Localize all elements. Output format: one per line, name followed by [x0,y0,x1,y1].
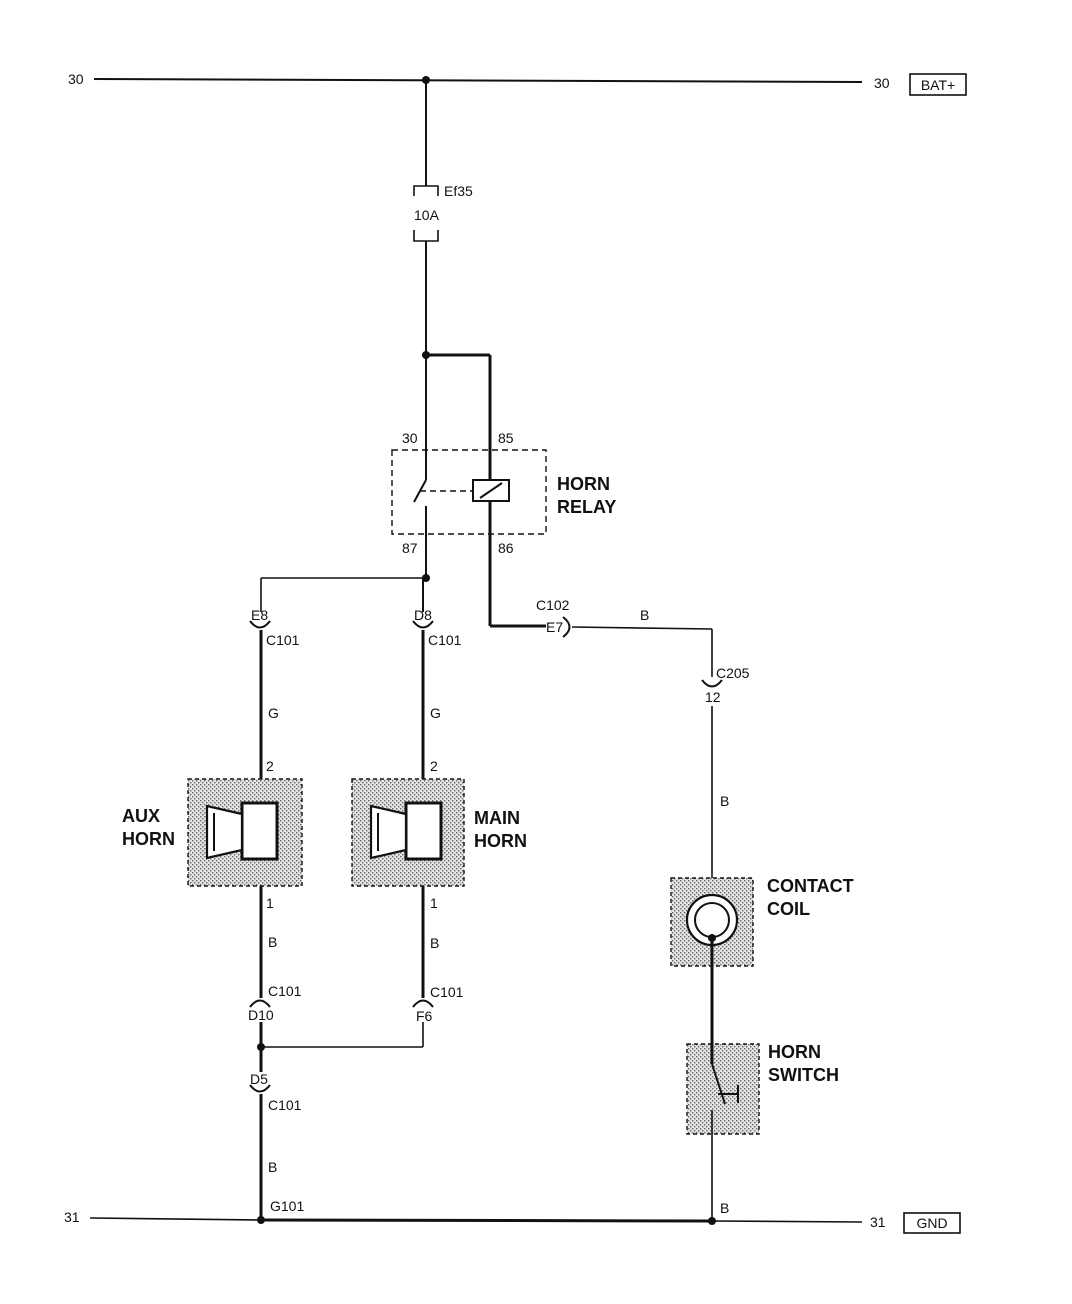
relay-pin-85: 85 [498,430,514,446]
power-right-pin: 30 [874,75,890,91]
c102-name: C102 [536,597,570,613]
ground-left-pin: 31 [64,1209,80,1225]
aux-horn-label-line1: AUX [122,806,160,826]
main-horn-label-line2: HORN [474,831,527,851]
aux-conn-top-pin: E8 [251,607,268,623]
c102-symbol [562,616,571,638]
main-horn-label-line1: MAIN [474,808,520,828]
contact-coil-label-line1: CONTACT [767,876,854,896]
fuse-name: Ef35 [444,183,473,199]
main-wire-top: G [430,705,441,721]
relay-pin-87: 87 [402,540,418,556]
c205-pin: 12 [705,689,721,705]
c102-pin: E7 [546,619,563,635]
aux-horn-label-line2: HORN [122,829,175,849]
aux-conn-top-symbol [249,620,271,629]
aux-conn-top-name: C101 [266,632,300,648]
contact-coil-label-line2: COIL [767,899,810,919]
ground-conn-name: C101 [268,1097,302,1113]
aux-pin-top: 2 [266,758,274,774]
ground-wire: B [268,1159,277,1175]
gnd-tag-box [903,1212,961,1234]
c205-symbol [701,679,723,688]
bat-plus-tag-box [909,73,967,96]
gnd-tag: GND [916,1215,947,1231]
relay-pin-30: 30 [402,430,418,446]
horn-feed-split [260,574,430,612]
switch-wire-2: B [720,793,729,809]
fuse-rating: 10A [414,207,440,223]
main-conn-top-symbol [412,620,434,629]
relay-label-line1: HORN [557,474,610,494]
relay-label-line2: RELAY [557,497,616,517]
ground-right-pin: 31 [870,1214,886,1230]
ground-point-name: G101 [270,1198,304,1214]
relay-pin-86: 86 [498,540,514,556]
main-conn-top-name: C101 [428,632,462,648]
aux-horn-circuit: E8 C101 G 2 AUX HORN 1 B C101 D10 [122,607,303,1046]
horn-switch-label-line2: SWITCH [768,1065,839,1085]
switch-wire-3: B [720,1200,729,1216]
main-wire-bottom: B [430,935,439,951]
horn-switch-label-line1: HORN [768,1042,821,1062]
fuse-ef35: Ef35 10A [413,80,473,355]
ground-conn-symbol [249,1084,271,1093]
horn-relay: 30 85 87 86 HORN RELAY [391,351,616,626]
bat-plus-tag: BAT+ [921,77,955,93]
aux-conn-bottom-symbol [249,999,271,1008]
main-horn-circuit: D8 C101 G 2 MAIN HORN 1 B C101 F6 [257,607,527,1051]
main-conn-top-pin: D8 [414,607,432,623]
switch-wire-1: B [640,607,649,623]
ground-conn-pin: D5 [250,1071,268,1087]
main-conn-bottom-pin: F6 [416,1008,433,1024]
c205-name: C205 [716,665,750,681]
horn-switch-circuit: C102 E7 B C205 12 B CONTACT COIL HORN SW… [490,597,854,1220]
main-pin-bottom: 1 [430,895,438,911]
aux-conn-bottom-name: C101 [268,983,302,999]
aux-conn-bottom-pin: D10 [248,1007,274,1023]
aux-wire-bottom: B [268,934,277,950]
main-conn-bottom-name: C101 [430,984,464,1000]
main-conn-bottom-symbol [412,999,434,1008]
aux-wire-top: G [268,705,279,721]
power-bus: 30 30 BAT+ [68,71,967,96]
power-left-pin: 30 [68,71,84,87]
main-pin-top: 2 [430,758,438,774]
horn-ground-link: D5 C101 B G101 [249,1047,304,1220]
aux-pin-bottom: 1 [266,895,274,911]
ground-bus: 31 31 GND [64,1209,961,1234]
